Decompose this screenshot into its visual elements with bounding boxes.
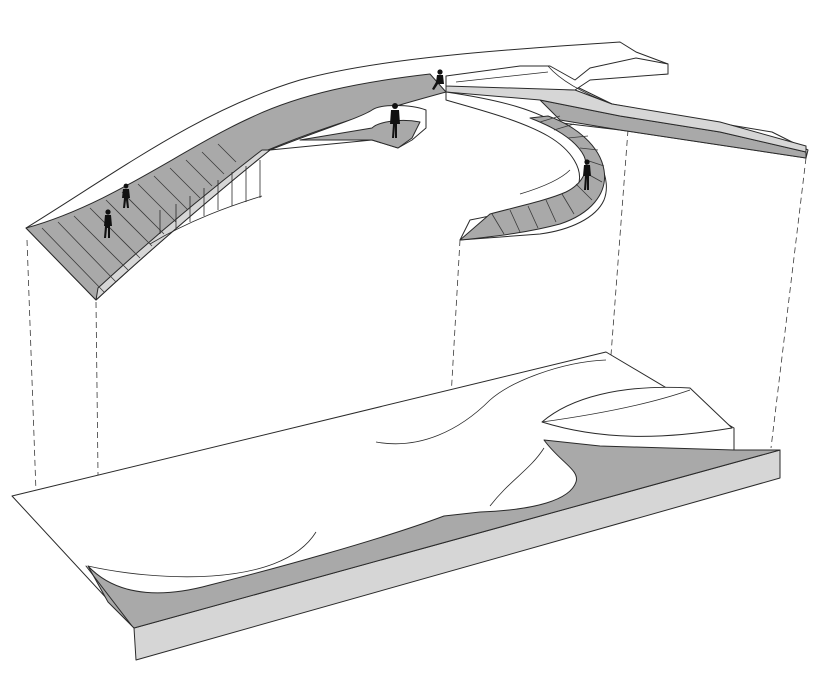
spiral-surface: [459, 115, 606, 241]
left-stair-treads: [41, 143, 237, 293]
landing-surface: [299, 119, 421, 149]
standing-figure-platform-icon: [390, 103, 400, 138]
walker-upper-stair-icon: [122, 183, 130, 208]
spiral-stair: [445, 91, 607, 241]
ground-slab: [11, 351, 781, 661]
landing-platform: [269, 105, 427, 151]
junction-line: [455, 71, 549, 83]
projection-line-left: [26, 239, 38, 521]
slab-curve-1: [87, 531, 317, 578]
spiral-handrail: [519, 169, 571, 195]
deck-underside: [95, 149, 271, 301]
projection-line-far-right: [770, 157, 807, 449]
junction-curve: [547, 65, 613, 105]
slab-curve-2: [375, 359, 607, 445]
slab-lens-inner: [541, 389, 691, 423]
slab-curve-3: [489, 447, 545, 507]
slab-ramp-cut: [87, 439, 781, 629]
projection-line-right: [610, 129, 629, 356]
slab-ramp-edge: [85, 565, 133, 627]
seated-figure-top-icon: [432, 69, 444, 90]
walker-lower-stair-icon: [104, 209, 112, 238]
stair-supports: [149, 160, 263, 245]
deck-junction: [445, 57, 669, 91]
upper-walkway: [25, 41, 809, 301]
walker-spiral-stair-icon: [583, 159, 591, 190]
slab-lens-void: [541, 386, 733, 437]
